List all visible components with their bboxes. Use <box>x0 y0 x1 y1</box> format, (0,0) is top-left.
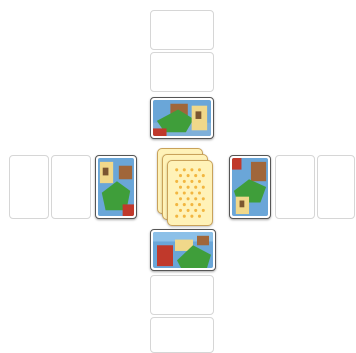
west-played-card[interactable] <box>95 155 137 219</box>
landscape-card-art <box>153 100 211 136</box>
east-played-card[interactable] <box>229 155 271 219</box>
west-slot-1[interactable] <box>9 155 49 219</box>
south-slot-2[interactable] <box>150 317 214 353</box>
landscape-card-art <box>153 232 213 268</box>
west-slot-2[interactable] <box>51 155 91 219</box>
deck-card-top[interactable] <box>167 160 213 226</box>
east-slot-1[interactable] <box>275 155 315 219</box>
landscape-card-art <box>232 158 268 216</box>
south-played-card[interactable] <box>150 229 216 271</box>
card-back-pattern <box>171 164 209 222</box>
landscape-card-art <box>98 158 134 216</box>
north-played-card[interactable] <box>150 97 214 139</box>
north-slot-1[interactable] <box>150 10 214 50</box>
north-slot-2[interactable] <box>150 52 214 92</box>
south-slot-1[interactable] <box>150 275 214 315</box>
east-slot-2[interactable] <box>317 155 355 219</box>
